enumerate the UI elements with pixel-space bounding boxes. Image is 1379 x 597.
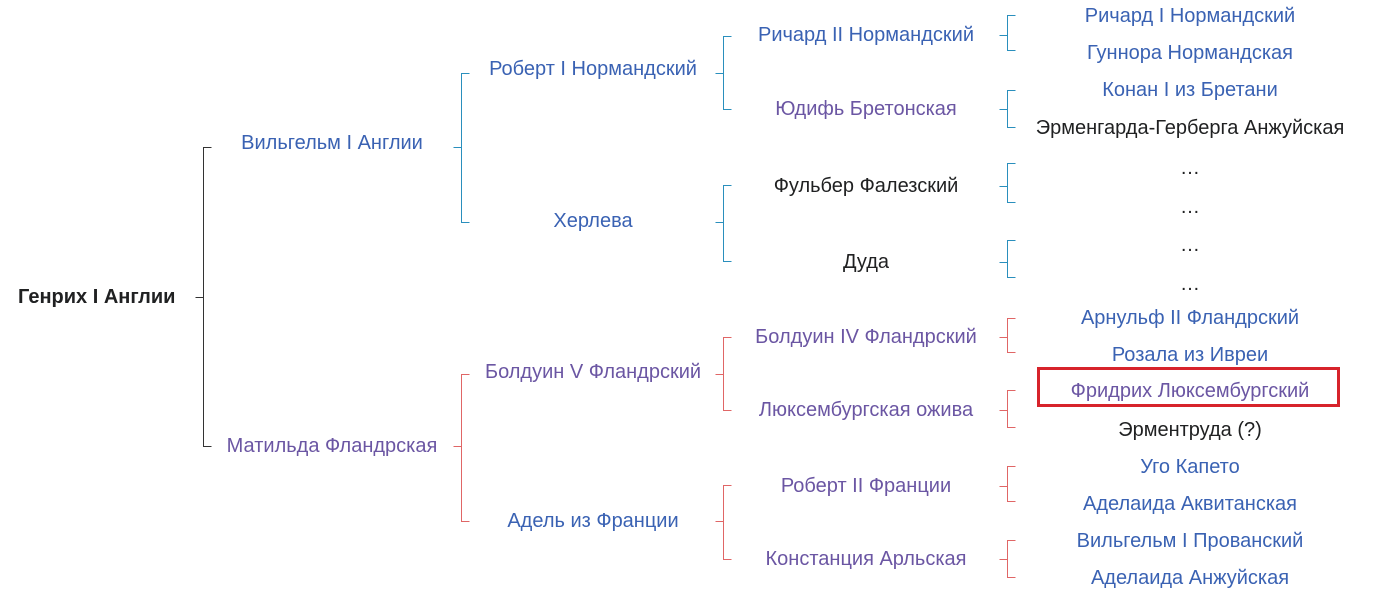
person-gen4-ffmf[interactable]: Конан I из Бретани xyxy=(1102,79,1278,101)
person-gen3-mmf[interactable]: Роберт II Франции xyxy=(780,475,952,497)
connector-bracket xyxy=(999,540,1016,578)
person-gen4-mmmf[interactable]: Вильгельм I Прованский xyxy=(1076,530,1304,552)
person-gen3-mmm[interactable]: Констанция Арльская xyxy=(765,548,967,570)
connector-bracket xyxy=(999,318,1016,353)
person-gen4-mfmf[interactable]: Фридрих Люксембургский xyxy=(1070,380,1310,402)
highlight-box xyxy=(1037,367,1340,407)
connector-bracket xyxy=(999,90,1016,128)
connector-bracket xyxy=(195,147,212,447)
person-gen3-mfm[interactable]: Люксембургская ожива xyxy=(758,399,974,421)
connector-bracket xyxy=(715,36,732,110)
connector-bracket xyxy=(999,163,1016,203)
person-gen3-fff[interactable]: Ричард II Нормандский xyxy=(758,24,974,46)
connector-bracket xyxy=(999,15,1016,51)
person-mother[interactable]: Матильда Фландрская xyxy=(226,435,438,457)
connector-bracket xyxy=(999,466,1016,502)
person-gen4-mfmm: Эрментруда (?) xyxy=(1118,419,1262,441)
unknown-ancestor: … xyxy=(1180,273,1200,295)
person-gen3-ffm[interactable]: Юдифь Бретонская xyxy=(775,98,957,120)
connector-bracket xyxy=(453,374,470,522)
person-gen4-ffmm: Эрменгарда-Герберга Анжуйская xyxy=(1035,117,1345,139)
person-paternal-grandfather[interactable]: Роберт I Нормандский xyxy=(489,58,697,80)
person-gen4-mmmm[interactable]: Аделаида Анжуйская xyxy=(1090,567,1290,589)
person-paternal-grandmother[interactable]: Херлева xyxy=(553,210,633,232)
root-person: Генрих I Англии xyxy=(18,286,176,308)
person-maternal-grandfather[interactable]: Болдуин V Фландрский xyxy=(484,361,702,383)
person-maternal-grandmother[interactable]: Адель из Франции xyxy=(507,510,679,532)
connector-bracket xyxy=(999,390,1016,428)
person-gen3-fmf: Фульбер Фалезский xyxy=(773,175,959,197)
person-gen4-ffff[interactable]: Ричард I Нормандский xyxy=(1084,5,1296,27)
person-gen3-fmm: Дуда xyxy=(842,251,890,273)
person-gen4-mmff[interactable]: Уго Капето xyxy=(1140,456,1240,478)
connector-bracket xyxy=(715,485,732,560)
person-gen4-mfff[interactable]: Арнульф II Фландрский xyxy=(1080,307,1300,329)
unknown-ancestor: … xyxy=(1180,196,1200,218)
person-gen3-mff[interactable]: Болдуин IV Фландрский xyxy=(755,326,977,348)
unknown-ancestor: … xyxy=(1180,234,1200,256)
connector-bracket xyxy=(715,185,732,262)
connector-bracket xyxy=(715,337,732,411)
person-gen4-mmfm[interactable]: Аделаида Аквитанская xyxy=(1083,493,1297,515)
connector-bracket xyxy=(453,73,470,223)
person-gen4-mffm[interactable]: Розала из Ивреи xyxy=(1111,344,1269,366)
person-gen4-fffm[interactable]: Гуннора Нормандская xyxy=(1087,42,1293,64)
person-father[interactable]: Вильгельм I Англии xyxy=(241,132,423,154)
connector-bracket xyxy=(999,240,1016,278)
unknown-ancestor: … xyxy=(1180,157,1200,179)
